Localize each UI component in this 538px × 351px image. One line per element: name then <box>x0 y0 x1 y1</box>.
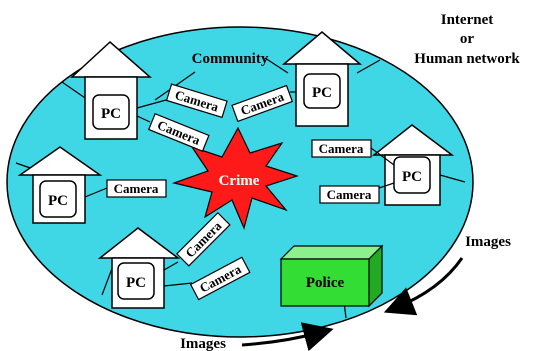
house-4-pc-box <box>39 180 77 218</box>
crime-label: Crime <box>219 173 260 189</box>
house-2-pc-box <box>303 73 341 109</box>
community-label: Community <box>192 51 269 67</box>
house-4-camera-1-label: Camera <box>114 181 159 196</box>
house-2: PC Camera <box>231 31 363 127</box>
police-box-front <box>280 258 370 307</box>
network-label-line1: Internet <box>441 12 494 28</box>
house-5-camera-1 <box>175 211 231 267</box>
crime-event: Crime <box>171 126 299 230</box>
house-3-camera-2-label: Camera <box>327 187 372 202</box>
house-3-camera-1-label: Camera <box>319 141 364 156</box>
house-2-camera-1 <box>231 84 294 123</box>
house-3-pc-box <box>393 156 431 194</box>
network-label-line2: or <box>460 31 475 47</box>
images-label-right: Images <box>465 234 511 250</box>
house-5: PC Camera Camera <box>97 211 251 309</box>
house-3-pc-label: PC <box>402 169 422 185</box>
house-4: PC Camera <box>17 146 167 224</box>
images-arrow-bottom <box>241 322 334 351</box>
house-1-pc-label: PC <box>101 106 121 122</box>
police-label: Police <box>306 275 345 291</box>
house-3-camera-1 <box>311 139 372 158</box>
police-box-top <box>279 245 384 260</box>
network-label-line3: Human network <box>414 51 520 67</box>
house-1-camera-2 <box>147 112 210 152</box>
images-arrow-right <box>383 257 464 316</box>
crime-burst-shape <box>171 126 299 230</box>
images-label-bottom: Images <box>180 336 226 351</box>
police-station: Police <box>279 244 384 308</box>
house-4-pc-label: PC <box>48 193 68 209</box>
house-4-camera-1 <box>106 179 167 198</box>
house-1-camera-1 <box>165 83 228 119</box>
house-5-pc-box <box>117 262 155 300</box>
house-3-camera-2 <box>319 185 380 204</box>
house-2-pc-label: PC <box>312 85 332 101</box>
house-5-pc-label: PC <box>126 275 146 291</box>
house-5-camera-2 <box>189 256 251 301</box>
house-3: PC Camera Camera <box>311 124 455 206</box>
house-1-pc-box <box>92 94 130 130</box>
